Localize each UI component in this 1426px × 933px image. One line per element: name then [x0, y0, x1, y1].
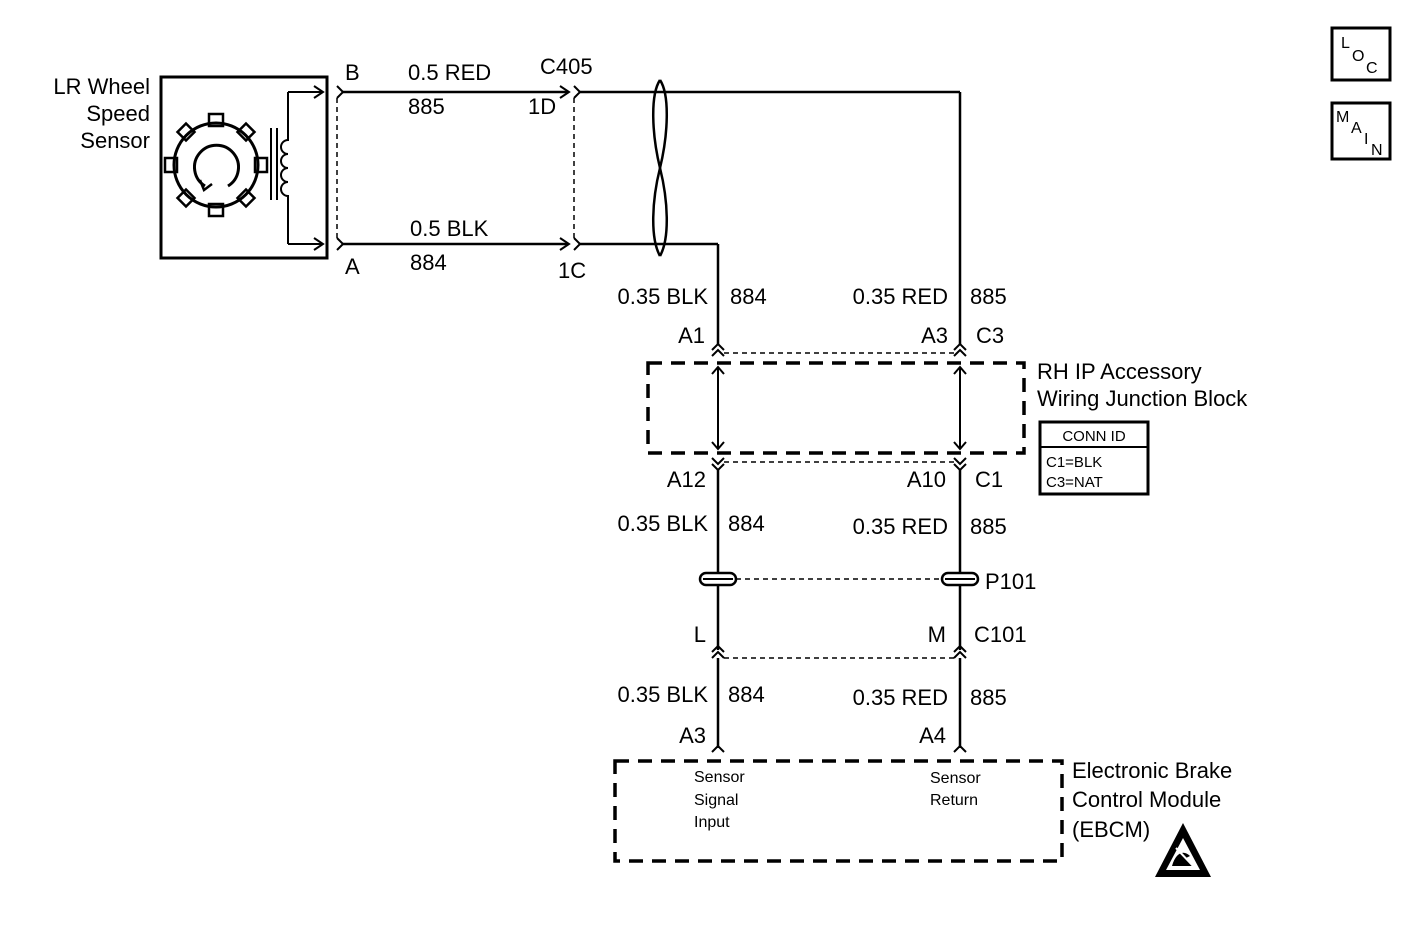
connector-c405: C405 1D 1C	[528, 54, 593, 283]
mid-right-circuit: 885	[970, 514, 1007, 539]
twisted-pair: 0.35 BLK 884 0.35 RED 885	[580, 79, 1007, 344]
main-letter-m: M	[1336, 109, 1349, 126]
jb-pin-a10: A10	[907, 467, 946, 492]
jb-pin-a12: A12	[667, 467, 706, 492]
ebcm-return-line1: Sensor	[930, 770, 981, 787]
pickup-coil-icon	[270, 85, 325, 251]
jb-title-line2: Wiring Junction Block	[1037, 386, 1248, 411]
conn-id-title: CONN ID	[1062, 428, 1126, 445]
conn-id-c1: C1=BLK	[1046, 454, 1102, 471]
loc-letter-c: C	[1366, 60, 1378, 77]
lower-right-circuit: 885	[970, 685, 1007, 710]
loc-letter-o: O	[1352, 48, 1364, 65]
main-button[interactable]: M A I N	[1330, 101, 1392, 161]
ebcm-return-line2: Return	[930, 792, 978, 809]
jb-pin-a3: A3	[921, 323, 948, 348]
ebcm-title-line2: Control Module	[1072, 787, 1221, 812]
sensor-label-line3: Sensor	[80, 128, 150, 153]
lower-left-gauge-color: 0.35 BLK	[617, 682, 708, 707]
ebcm-title-line3: (EBCM)	[1072, 817, 1150, 842]
junction-block: A1 A3 C3 A12 A10 C1 RH IP Accessory Wiri…	[646, 323, 1248, 496]
wheel-speed-sensor: LR Wheel Speed Sensor B	[53, 60, 360, 279]
conn-id-table: CONN ID C1=BLK C3=NAT	[1038, 420, 1150, 496]
mid-right-gauge-color: 0.35 RED	[853, 514, 948, 539]
grommet-p101: P101	[698, 569, 1036, 594]
upper-left-circuit: 884	[730, 284, 767, 309]
c101-pin-l: L	[694, 622, 706, 647]
sensor-label-line1: LR Wheel	[53, 74, 150, 99]
jb-pin-a1: A1	[678, 323, 705, 348]
upper-right-circuit: 885	[970, 284, 1007, 309]
lower-wires: 0.35 BLK 884 0.35 RED 885 A3 A4	[617, 658, 1007, 753]
c405-pin-1c: 1C	[558, 258, 586, 283]
connector-c101: L M C101	[694, 622, 1027, 659]
p101-label: P101	[985, 569, 1036, 594]
jb-conn-c1: C1	[975, 467, 1003, 492]
ebcm-signal-line3: Input	[694, 814, 730, 831]
sensor-label-line2: Speed	[86, 101, 150, 126]
ebcm-title-line1: Electronic Brake	[1072, 758, 1232, 783]
wire-top-gauge-color: 0.5 RED	[408, 60, 491, 85]
conn-id-c3: C3=NAT	[1046, 474, 1103, 491]
middle-wires: 0.35 BLK 884 0.35 RED 885 P101	[617, 470, 1036, 650]
lower-left-circuit: 884	[728, 682, 765, 707]
tone-wheel-icon	[163, 112, 269, 218]
main-letter-i: I	[1364, 131, 1368, 148]
upper-left-gauge-color: 0.35 BLK	[617, 284, 708, 309]
lower-right-gauge-color: 0.35 RED	[853, 685, 948, 710]
sensor-pin-b: B	[345, 60, 360, 85]
c405-pin-1d: 1D	[528, 94, 556, 119]
ebcm-pin-a4: A4	[919, 723, 946, 748]
main-letter-a: A	[1351, 120, 1362, 137]
wire-bottom-gauge-color: 0.5 BLK	[410, 216, 489, 241]
esd-warning-icon	[1155, 823, 1211, 877]
loc-button[interactable]: L O C	[1330, 26, 1392, 82]
main-letter-n: N	[1371, 142, 1383, 159]
mid-left-circuit: 884	[728, 511, 765, 536]
wire-top-circuit: 885	[408, 94, 445, 119]
ebcm-module: Sensor Signal Input Sensor Return Electr…	[613, 758, 1232, 877]
ebcm-signal-line2: Signal	[694, 792, 738, 809]
jb-conn-c3: C3	[976, 323, 1004, 348]
c405-label: C405	[540, 54, 593, 79]
upper-right-gauge-color: 0.35 RED	[853, 284, 948, 309]
sensor-harness: 0.5 RED 885 0.5 BLK 884	[336, 60, 571, 275]
ebcm-signal-line1: Sensor	[694, 769, 745, 786]
ebcm-pin-a3: A3	[679, 723, 706, 748]
loc-letter-l: L	[1341, 35, 1350, 52]
mid-left-gauge-color: 0.35 BLK	[617, 511, 708, 536]
c101-pin-m: M	[928, 622, 946, 647]
c101-label: C101	[974, 622, 1027, 647]
sensor-pin-a: A	[345, 254, 360, 279]
jb-title-line1: RH IP Accessory	[1037, 359, 1202, 384]
wire-bottom-circuit: 884	[410, 250, 447, 275]
